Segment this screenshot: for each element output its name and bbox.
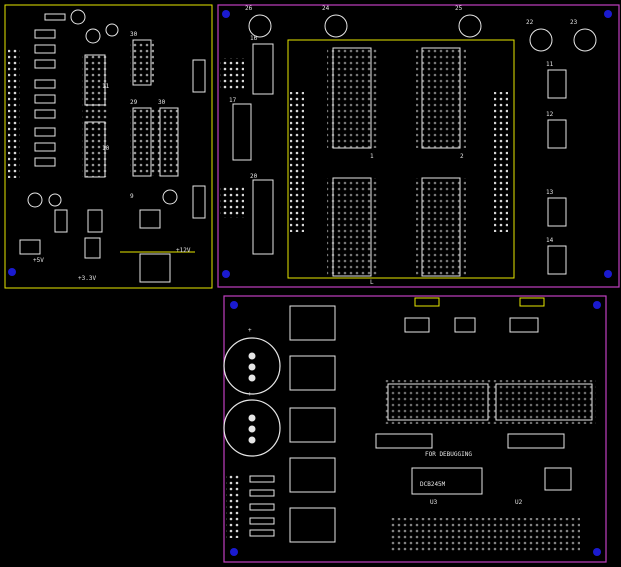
label-C13: 17 bbox=[229, 97, 237, 104]
center-ic-pins-d bbox=[416, 178, 466, 276]
label-C1: 26 bbox=[245, 5, 253, 12]
label-B4: U3 bbox=[430, 499, 438, 506]
center-inner-outline bbox=[287, 39, 515, 279]
label-L3: 30 bbox=[158, 99, 166, 106]
center-ics bbox=[232, 43, 567, 277]
label-C7: 12 bbox=[546, 111, 554, 118]
label-C14: 16 bbox=[250, 35, 258, 42]
left-ic-pins-3 bbox=[82, 55, 108, 177]
label-B5: U2 bbox=[515, 499, 523, 506]
bottom-large-caps bbox=[223, 337, 281, 457]
left-board-outline bbox=[4, 4, 213, 289]
label-L9: +12V bbox=[176, 247, 191, 254]
center-mount-holes bbox=[222, 10, 612, 278]
label-C4: 22 bbox=[526, 19, 534, 26]
label-C2: 24 bbox=[322, 5, 330, 12]
bottom-cap-pads bbox=[248, 352, 256, 444]
center-board[interactable]: 26 24 25 22 23 11 12 13 14 1 2 L 17 16 2… bbox=[217, 4, 620, 288]
bottom-pins-left bbox=[226, 474, 240, 538]
bottom-board[interactable]: + + DCB245M U3 U2 FOR DEBUGGING bbox=[223, 295, 607, 563]
center-header-left bbox=[290, 92, 304, 232]
label-B2: + bbox=[248, 391, 252, 398]
label-B6: FOR DEBUGGING bbox=[425, 451, 472, 458]
bottom-pins-bottom bbox=[390, 518, 580, 552]
center-ic-pins-b bbox=[416, 48, 466, 148]
label-C8: 13 bbox=[546, 189, 554, 196]
label-C6: 11 bbox=[546, 61, 554, 68]
center-ic-pins-a bbox=[327, 48, 377, 148]
bottom-mount-holes bbox=[230, 301, 601, 556]
left-ic-pins-2 bbox=[130, 108, 181, 176]
label-L4: 11 bbox=[102, 83, 110, 90]
label-L2: 29 bbox=[130, 99, 138, 106]
center-capacitors bbox=[248, 14, 597, 52]
label-C10: 1 bbox=[370, 153, 374, 160]
left-mount-hole bbox=[8, 268, 16, 276]
label-B3: DCB245M bbox=[420, 481, 446, 488]
label-L1: 30 bbox=[130, 31, 138, 38]
label-L6: 9 bbox=[130, 193, 134, 200]
bottom-ic-pins-2 bbox=[492, 380, 596, 424]
label-C15: 20 bbox=[250, 173, 258, 180]
label-L8: +3.3V bbox=[78, 275, 96, 282]
label-C11: 2 bbox=[460, 153, 464, 160]
center-pins-left2 bbox=[220, 186, 244, 218]
left-board[interactable]: 30 29 30 11 10 9 +5V +3.3V +12V bbox=[4, 4, 213, 289]
bottom-regulators bbox=[289, 305, 336, 543]
label-L7: +5V bbox=[33, 257, 44, 264]
label-C5: 23 bbox=[570, 19, 578, 26]
bottom-resistor-row bbox=[249, 475, 275, 537]
label-L5: 10 bbox=[102, 145, 110, 152]
center-pins-left bbox=[220, 58, 244, 90]
label-C12: L bbox=[370, 279, 374, 286]
label-C3: 25 bbox=[455, 5, 463, 12]
left-pin-strip bbox=[8, 48, 20, 178]
center-ic-pins-c bbox=[327, 178, 377, 276]
left-ic-pins-1 bbox=[130, 40, 154, 85]
bottom-top-resistors bbox=[414, 297, 545, 307]
bottom-ic-pins-1 bbox=[384, 380, 492, 424]
center-board-outline bbox=[217, 4, 620, 288]
center-header-right bbox=[494, 92, 508, 232]
label-B1: + bbox=[248, 327, 252, 334]
label-C9: 14 bbox=[546, 237, 554, 244]
